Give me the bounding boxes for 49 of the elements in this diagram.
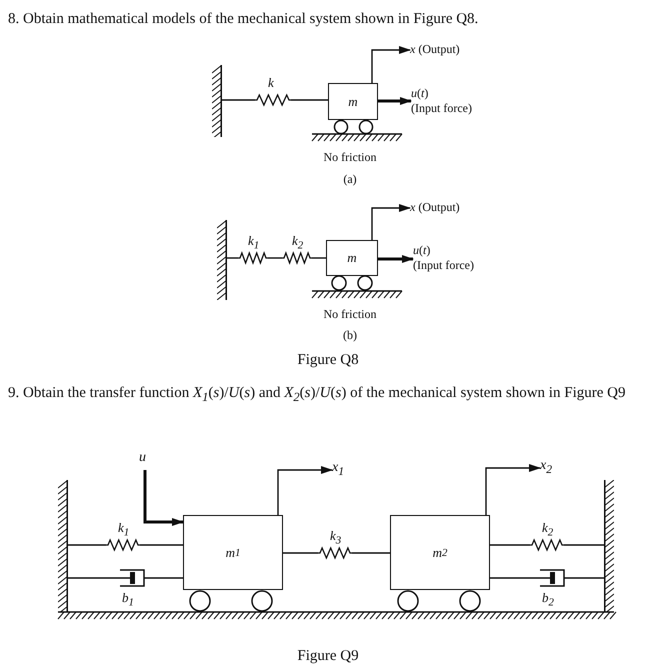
spring-label: k$_{2}$ <box>542 520 554 539</box>
force-arrow <box>144 470 184 526</box>
signal-label: x (Output) <box>410 42 461 57</box>
signal-label: u <box>139 450 147 466</box>
spring-label: k$_{3}$ <box>330 528 342 547</box>
force-arrow <box>378 97 412 105</box>
damper-label: b$_{2}$ <box>542 590 554 609</box>
connecting-line <box>268 257 282 259</box>
mass-block: m <box>328 83 378 120</box>
figure-caption: Figure Q9 <box>296 648 360 665</box>
figure-caption: Figure Q8 <box>296 352 360 369</box>
arrow <box>277 466 333 515</box>
damper-label: b$_{1}$ <box>122 590 134 609</box>
arrow <box>485 464 541 515</box>
connecting-line <box>312 257 326 259</box>
connecting-line <box>568 577 604 579</box>
signal-label: x (Output) <box>410 200 461 215</box>
spring-label: k <box>268 75 274 91</box>
question-text: 8. Obtain mathematical models of the mechanical system shown in Figure Q8. <box>8 10 480 29</box>
caption: No friction <box>322 307 378 322</box>
signal-description: (Input force) <box>413 258 475 273</box>
arrow <box>371 46 411 83</box>
arrow <box>371 204 411 240</box>
connecting-line <box>291 99 328 101</box>
signal-label: u(t) <box>413 243 432 258</box>
caption: (b) <box>342 328 358 343</box>
spring-label: k$_{2}$ <box>292 233 304 252</box>
caption: (a) <box>342 172 358 187</box>
signal-label: x$_{2}$ <box>540 458 554 476</box>
connecting-line <box>68 577 108 579</box>
spring-label: k$_{1}$ <box>118 520 130 539</box>
connecting-line <box>148 577 183 579</box>
spring-label: k$_{1}$ <box>248 233 260 252</box>
signal-label: x$_{1}$ <box>332 460 346 478</box>
connecting-line <box>352 552 390 554</box>
connecting-line <box>490 544 530 546</box>
connecting-line <box>564 544 604 546</box>
signal-description: (Input force) <box>411 101 473 116</box>
force-arrow <box>378 255 414 263</box>
connecting-line <box>68 544 106 546</box>
caption: No friction <box>322 150 378 165</box>
connecting-line <box>222 99 255 101</box>
question-text: 9. Obtain the transfer function X$_{1}$(s)/U(s) and X$_{2}$(s)/U(s) of the mechanical system shown in Figure Q9 <box>8 384 626 406</box>
connecting-line <box>227 257 238 259</box>
connecting-line <box>490 577 528 579</box>
signal-label: u(t) <box>411 86 430 101</box>
mass-block: m <box>326 240 378 276</box>
connecting-line <box>283 552 318 554</box>
connecting-line <box>140 544 183 546</box>
